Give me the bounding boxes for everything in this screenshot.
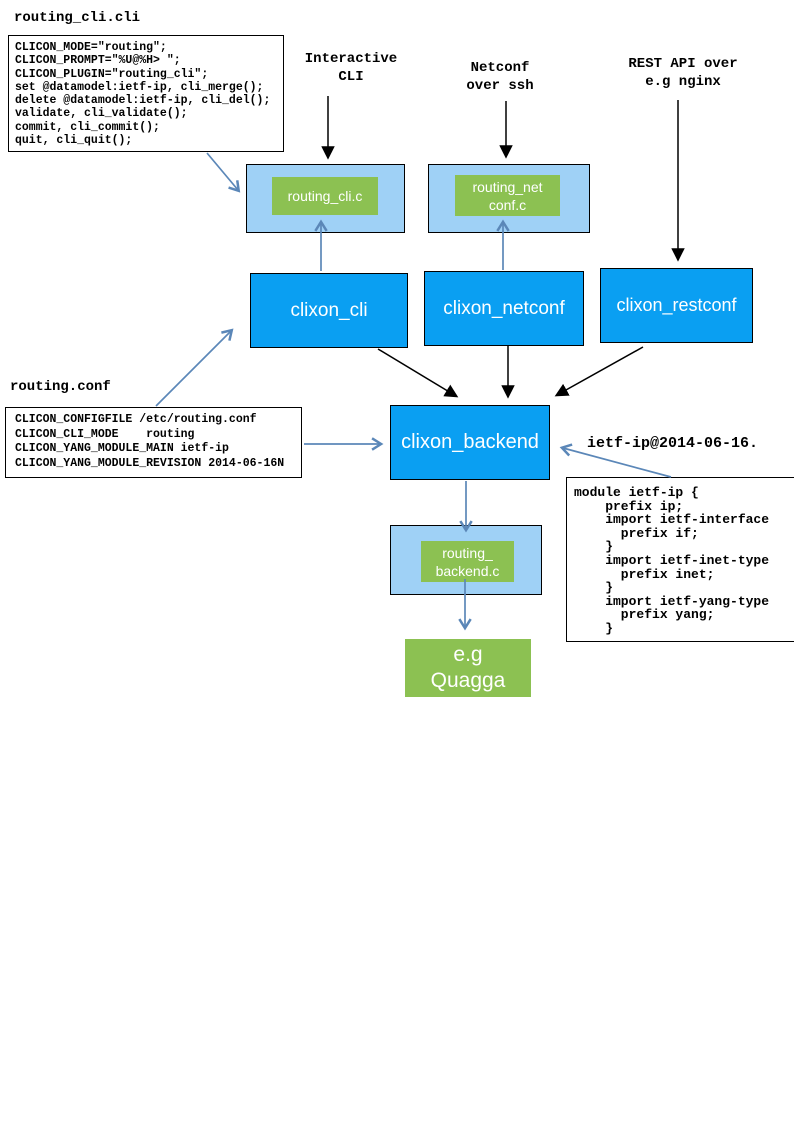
code-line: prefix if; [574,525,699,541]
code-line: prefix ip; [574,498,684,514]
code-line: set @datamodel:ietf-ip, cli_merge(); [15,80,264,94]
arrow-yangbox-to-backend [563,448,672,478]
netconf-over-ssh-label: Netconf over ssh [466,60,534,94]
code-line: CLICON_MODE="routing"; [15,41,167,54]
code-line: import ietf-inet-type [574,552,770,568]
clixon-cli-node: clixon_cli [250,273,408,348]
interactive-cli-label: Interactive CLI [304,51,398,85]
code-line: commit, cli_commit(); [15,120,160,134]
code-line: validate, cli_validate(); [15,107,188,121]
code-line: } [574,620,614,636]
code-line: CLICON_CONFIGFILE /etc/routing.conf [15,413,257,426]
cli-plugin-container: routing_cli.c [246,164,405,233]
code-line: } [574,580,614,596]
code-line: import ietf-yang-type [574,593,770,609]
clixon-restconf-node: clixon_restconf [600,268,753,343]
code-line: delete @datamodel:ietf-ip, cli_del(); [15,94,271,108]
arrow-cli-to-backend [377,348,459,398]
code-line: module ietf-ip { [574,485,699,500]
netconf-plugin-container: routing_net conf.c [428,164,590,233]
code-line: CLICON_CLI_MODE routing [15,427,195,441]
code-line: CLICON_YANG_MODULE_MAIN ietf-ip [15,442,229,455]
yang-module-code-box: module ietf-ip { prefix ip; import ietf-… [566,477,794,642]
routing-cli-plugin: routing_cli.c [272,177,378,215]
code-line: quit, cli_quit(); [15,134,133,148]
routing-backend-plugin: routing_ backend.c [421,541,514,582]
rest-api-label: REST API over e.g nginx [628,56,738,90]
clixon-netconf-node: clixon_netconf [424,271,584,346]
backend-plugin-container: routing_ backend.c [390,525,542,595]
code-line: } [574,539,614,555]
arrow-clifile-to-plugin-cli [206,152,238,190]
code-line: CLICON_YANG_MODULE_REVISION 2014-06-16N [15,456,285,470]
code-line: import ietf-interface [574,512,770,528]
code-line: prefix yang; [574,607,715,623]
cli-file-title: routing_cli.cli [14,10,141,26]
code-line: CLICON_PLUGIN="routing_cli"; [15,67,209,81]
conf-file-title: routing.conf [10,379,111,395]
routing-netconf-plugin: routing_net conf.c [455,175,560,216]
yang-file-title: ietf-ip@2014-06-16. [587,435,759,452]
quagga-node: e.g Quagga [405,639,531,697]
clixon-backend-node: clixon_backend [390,405,550,480]
arrow-restconf-to-backend [554,346,644,397]
code-line: CLICON_PROMPT="%U@%H> "; [15,54,181,68]
code-line: prefix inet; [574,566,715,582]
cli-config-code-box: CLICON_MODE="routing";CLICON_PROMPT="%U@… [8,35,284,152]
arrow-conffile-to-clixon-cli [155,331,231,407]
